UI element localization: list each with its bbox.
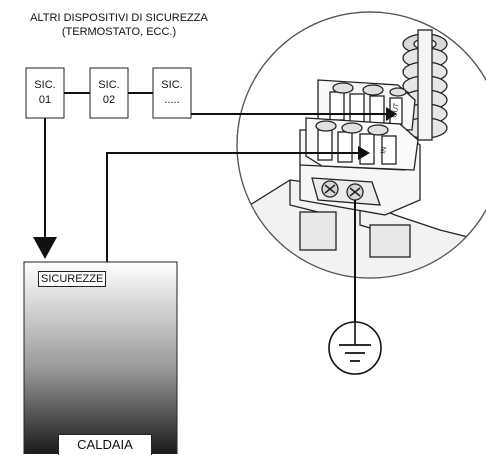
device-label-2: SIC. 02 [90, 78, 128, 108]
boiler [23, 261, 178, 454]
terminal-label-out: OUT [391, 102, 401, 118]
device-box-3 [152, 67, 192, 119]
arrow-in-terminal [358, 146, 370, 160]
device-3-line2: ..... [164, 94, 180, 106]
device-label-1: SIC. 01 [26, 78, 64, 108]
arrow-out-terminal [386, 107, 397, 121]
ground-icon [328, 321, 382, 375]
boiler-name-label: CALDAIA [58, 434, 152, 455]
device-box-1 [25, 67, 65, 119]
device-3-line1: SIC. [161, 79, 183, 91]
device-1-line2: 01 [38, 94, 52, 106]
wire-in-terminal [106, 152, 358, 262]
device-2-line2: 02 [102, 94, 116, 106]
device-1-line1: SIC. [34, 79, 56, 91]
terminal-label-in: IN [380, 146, 388, 154]
boiler-inputs-label: SICUREZZE [38, 271, 107, 287]
device-label-3: SIC. ..... [153, 78, 191, 108]
header-title: ALTRI DISPOSITIVI DI SICUREZZA [30, 12, 208, 24]
device-box-2 [89, 67, 129, 119]
arrow-to-boiler [33, 237, 57, 259]
device-2-line1: SIC. [98, 79, 120, 91]
header-subtitle: (TERMOSTATO, ECC.) [61, 26, 177, 38]
